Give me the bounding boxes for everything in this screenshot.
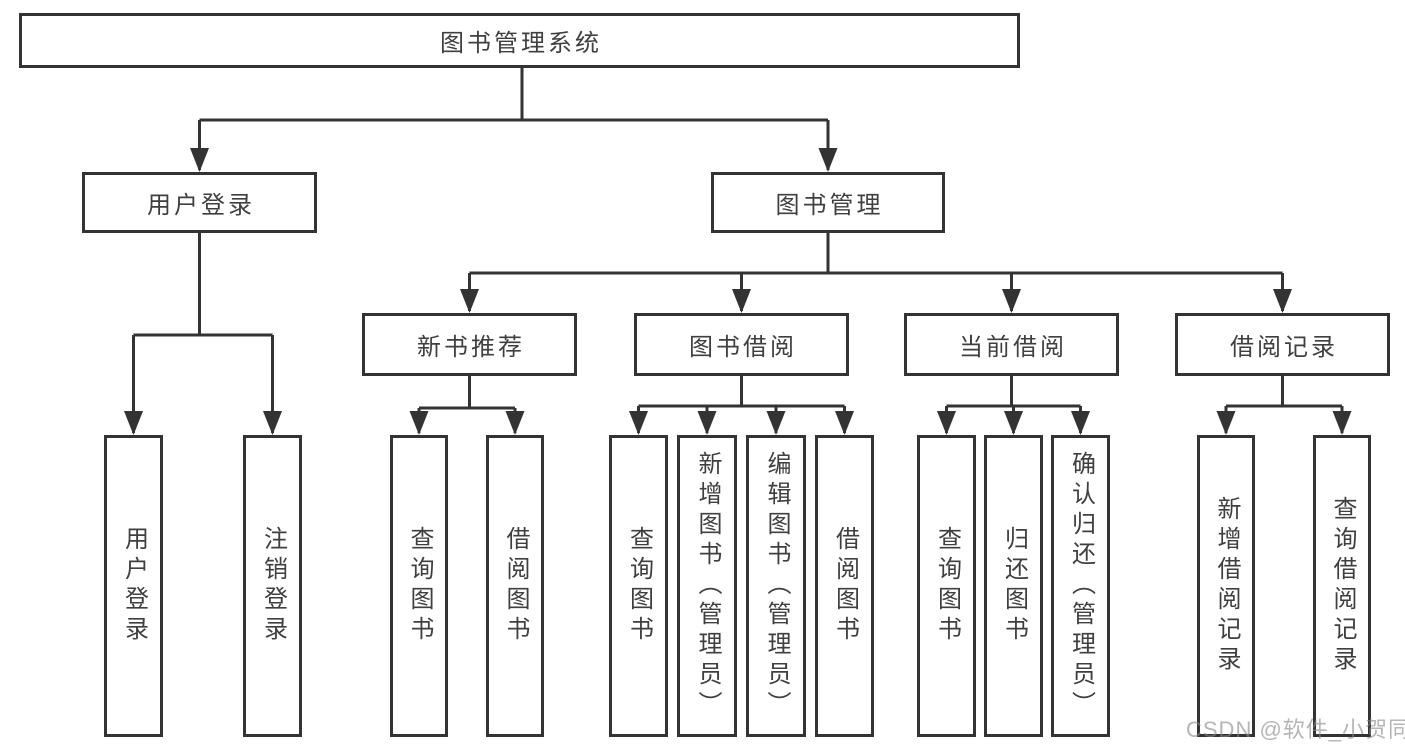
leaf-rec-query-books: 查询图书 (390, 435, 448, 737)
node-new-book-recommend: 新书推荐 (362, 313, 577, 376)
node-book-borrowing: 图书借阅 (634, 313, 849, 376)
connector-user-login-to-leaves (132, 233, 274, 433)
leaf-logout: 注销登录 (243, 435, 302, 737)
arrowhead (818, 148, 838, 172)
arrowhead (124, 411, 143, 435)
arrowhead (697, 411, 717, 435)
leaf-borrow-borrow-books: 借阅图书 (815, 435, 874, 737)
arrowhead (190, 148, 209, 172)
arrowhead (1004, 411, 1023, 435)
leaf-current-confirm-return-admin: 确认归还（管理员） (1051, 435, 1110, 737)
leaf-records-query-record: 查询借阅记录 (1313, 435, 1371, 737)
leaf-borrow-add-books-admin: 新增图书（管理员） (677, 435, 737, 737)
leaf-rec-borrow-books: 借阅图书 (486, 435, 544, 737)
connector-current-borrow-to-leaves (945, 376, 1082, 433)
leaf-borrow-edit-books-admin: 编辑图书（管理员） (746, 435, 806, 737)
connector-root-to-level2 (198, 68, 830, 170)
leaf-user-login: 用户登录 (104, 435, 163, 737)
node-borrowing-records: 借阅记录 (1175, 313, 1390, 376)
node-library-management-system: 图书管理系统 (19, 13, 1020, 68)
leaf-borrow-query-books: 查询图书 (609, 435, 668, 737)
leaf-current-return-books: 归还图书 (984, 435, 1043, 737)
connector-borrow-records-to-leaves (1224, 376, 1344, 433)
node-book-management: 图书管理 (711, 172, 945, 233)
arrowhead (629, 411, 648, 435)
arrowhead (263, 411, 282, 435)
arrowhead (1002, 289, 1021, 313)
arrowhead (732, 289, 751, 313)
arrowhead (835, 411, 854, 435)
connector-book-mgmt-to-level3 (468, 233, 1284, 311)
arrowhead (1273, 289, 1292, 313)
arrowhead (409, 411, 429, 435)
node-user-login: 用户登录 (82, 172, 317, 233)
arrowhead (505, 411, 525, 435)
leaf-records-add-record: 新增借阅记录 (1197, 435, 1255, 737)
arrowhead (1332, 411, 1352, 435)
node-current-borrowing: 当前借阅 (904, 313, 1119, 376)
csdn-watermark: CSDN @软件_小贺同学 (1186, 717, 1405, 742)
arrowhead (1216, 411, 1236, 435)
leaf-current-query-books: 查询图书 (917, 435, 976, 737)
connector-book-borrow-to-leaves (637, 376, 846, 433)
arrowhead (766, 411, 786, 435)
arrowhead (937, 411, 956, 435)
connector-new-book-rec-to-leaves (417, 376, 517, 433)
arrowhead (1071, 411, 1090, 435)
arrowhead (460, 289, 479, 313)
